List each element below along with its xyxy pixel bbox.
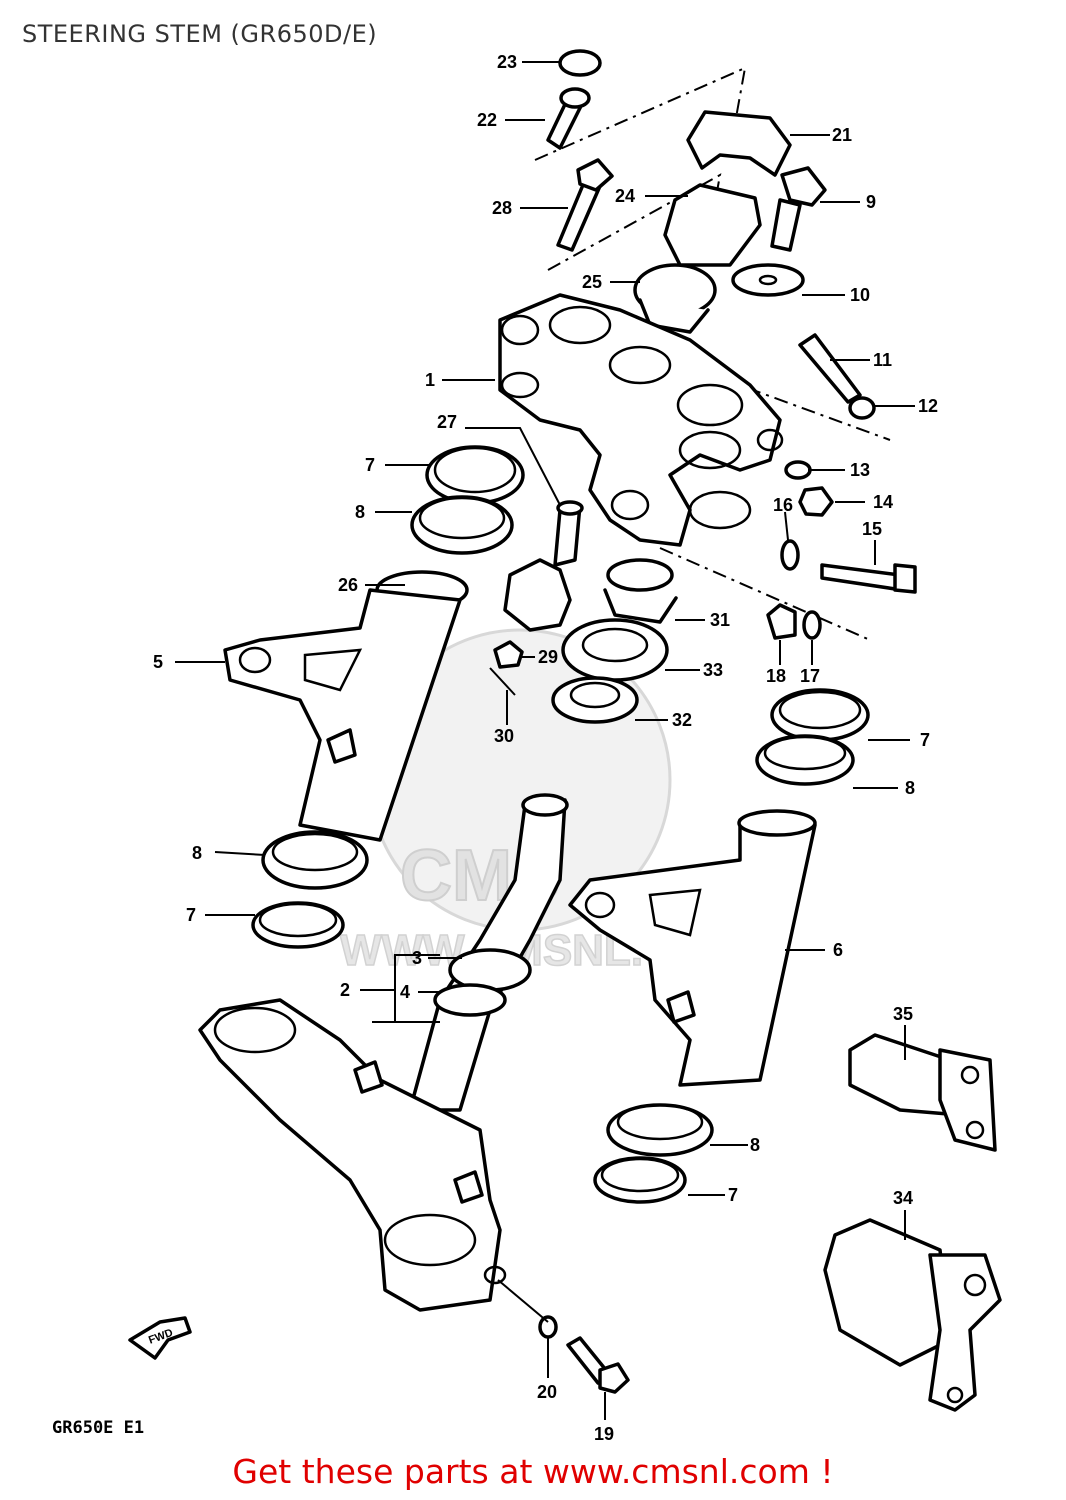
callout-5: 5 bbox=[153, 652, 163, 672]
part-22-bolt[interactable] bbox=[546, 87, 591, 150]
callout-15: 15 bbox=[862, 519, 882, 539]
callout-31: 31 bbox=[710, 610, 730, 630]
part-27-steering-stem-bolt[interactable] bbox=[503, 500, 584, 632]
callout-28: 28 bbox=[492, 198, 512, 218]
callout-12: 12 bbox=[918, 396, 938, 416]
callout-1: 1 bbox=[425, 370, 435, 390]
part-33-bearing[interactable] bbox=[561, 618, 669, 682]
callout-10: 10 bbox=[850, 285, 870, 305]
part-17-washer[interactable] bbox=[802, 610, 822, 640]
part-7-ring-upper-left[interactable] bbox=[425, 445, 525, 505]
callout-8-upper-right: 8 bbox=[905, 778, 915, 798]
part-21-handlebar-clamp[interactable] bbox=[686, 110, 792, 177]
diagram-code: GR650E E1 bbox=[52, 1418, 145, 1438]
callout-8-lower-right: 8 bbox=[750, 1135, 760, 1155]
part-35-lock[interactable] bbox=[848, 1033, 997, 1152]
part-31-steering-nut[interactable] bbox=[603, 558, 678, 624]
part-6-right-fork-cover[interactable] bbox=[568, 809, 817, 1087]
callout-4: 4 bbox=[400, 982, 410, 1002]
callout-14: 14 bbox=[873, 492, 893, 512]
part-16-washer[interactable] bbox=[780, 539, 800, 571]
part-5-left-fork-cover[interactable] bbox=[223, 588, 462, 842]
part-8-ring-upper-left[interactable] bbox=[410, 495, 514, 555]
callout-19: 19 bbox=[594, 1424, 614, 1444]
callout-18: 18 bbox=[766, 666, 786, 686]
part-18-cap-nut[interactable] bbox=[766, 603, 797, 640]
part-12-washer[interactable] bbox=[848, 396, 876, 420]
callout-26: 26 bbox=[338, 575, 358, 595]
callout-35: 35 bbox=[893, 1004, 913, 1024]
part-29-nut[interactable] bbox=[493, 640, 524, 669]
callout-23: 23 bbox=[497, 52, 517, 72]
callout-30: 30 bbox=[494, 726, 514, 746]
fwd-arrow-icon: FWD bbox=[128, 1316, 192, 1360]
part-7-ring-upper-right[interactable] bbox=[770, 688, 870, 742]
part-24-holder[interactable] bbox=[663, 183, 762, 267]
part-9-bolt[interactable] bbox=[770, 166, 827, 252]
part-23-cap[interactable] bbox=[558, 49, 602, 77]
callout-8-upper-left: 8 bbox=[355, 502, 365, 522]
callout-24: 24 bbox=[615, 186, 635, 206]
part-8-ring-lower-left[interactable] bbox=[261, 830, 369, 890]
callout-7-upper-left: 7 bbox=[365, 455, 375, 475]
part-1-upper-bracket[interactable] bbox=[498, 293, 784, 547]
callout-7-upper-right: 7 bbox=[920, 730, 930, 750]
part-20-washer[interactable] bbox=[538, 1315, 558, 1339]
part-7-ring-lower-left[interactable] bbox=[251, 901, 345, 949]
leader-lines bbox=[175, 61, 915, 1420]
part-11-bolt[interactable] bbox=[798, 333, 862, 404]
part-19-bolt[interactable] bbox=[566, 1336, 630, 1394]
callout-27: 27 bbox=[437, 412, 457, 432]
callout-8-lower-left: 8 bbox=[192, 843, 202, 863]
part-14-nut[interactable] bbox=[798, 486, 834, 517]
callout-29: 29 bbox=[538, 647, 558, 667]
callout-9: 9 bbox=[866, 192, 876, 212]
callout-20: 20 bbox=[537, 1382, 557, 1402]
part-34-lock-cylinder[interactable] bbox=[823, 1218, 1002, 1412]
part-30-cotter-pin[interactable] bbox=[489, 667, 516, 696]
callout-3: 3 bbox=[412, 948, 422, 968]
callout-33: 33 bbox=[703, 660, 723, 680]
part-8-ring-upper-right[interactable] bbox=[755, 734, 855, 786]
callout-labels: 23 22 21 28 24 9 25 10 11 12 1 27 7 8 26… bbox=[153, 52, 938, 1444]
page-title: STEERING STEM (GR650D/E) bbox=[22, 20, 378, 48]
part-2-steering-stem[interactable] bbox=[198, 793, 569, 1312]
footer-link[interactable]: Get these parts at www.cmsnl.com ! bbox=[232, 1452, 834, 1491]
part-8-ring-lower-right[interactable] bbox=[606, 1103, 714, 1157]
callout-16: 16 bbox=[773, 495, 793, 515]
part-13-washer[interactable] bbox=[784, 460, 812, 480]
part-32-race[interactable] bbox=[551, 676, 639, 724]
callout-7-lower-left: 7 bbox=[186, 905, 196, 925]
callout-21: 21 bbox=[832, 125, 852, 145]
callout-2: 2 bbox=[340, 980, 350, 1000]
callout-34: 34 bbox=[893, 1188, 913, 1208]
callout-6: 6 bbox=[833, 940, 843, 960]
callout-22: 22 bbox=[477, 110, 497, 130]
callout-17: 17 bbox=[800, 666, 820, 686]
callout-25: 25 bbox=[582, 272, 602, 292]
callout-13: 13 bbox=[850, 460, 870, 480]
part-7-ring-lower-right[interactable] bbox=[593, 1156, 687, 1204]
callout-32: 32 bbox=[672, 710, 692, 730]
callout-7-lower-right: 7 bbox=[728, 1185, 738, 1205]
part-28-bolt[interactable] bbox=[556, 158, 614, 252]
part-10-washer[interactable] bbox=[731, 263, 805, 297]
part-15-bolt[interactable] bbox=[820, 563, 917, 594]
callout-11: 11 bbox=[873, 350, 892, 370]
